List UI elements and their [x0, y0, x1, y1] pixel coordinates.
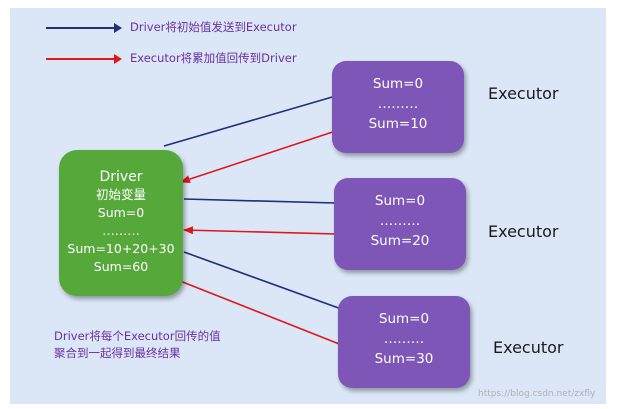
executor-label-3: Executor [493, 338, 564, 357]
executor-3-line-3: Sum=30 [374, 351, 434, 367]
legend-return-label: Executor将累加值回传到Driver [130, 51, 297, 65]
driver-box: Driver 初始变量 Sum=0 ……… Sum=10+20+30 Sum=6… [59, 150, 183, 296]
executor-label-2: Executor [488, 222, 559, 241]
executor-label-1: Executor [488, 84, 559, 103]
legend-send-arrow [46, 23, 122, 33]
executor-2-line-1: Sum=0 [374, 193, 426, 209]
executor-3-line-1: Sum=0 [378, 311, 430, 327]
executor-box-1: Sum=0 ……… Sum=10 [332, 61, 464, 153]
executor-box-3: Sum=0 ……… Sum=30 [338, 296, 470, 388]
driver-line-1: 初始变量 [95, 187, 146, 202]
watermark: https://blog.csdn.net/zxfly [478, 389, 596, 399]
driver-line-4: Sum=10+20+30 [67, 241, 175, 256]
driver-line-2: Sum=0 [97, 205, 145, 220]
driver-line-3: ……… [102, 223, 140, 238]
executor-box-2: Sum=0 ……… Sum=20 [334, 178, 466, 270]
note-line-1: Driver将每个Executor回传的值 [54, 329, 221, 343]
legend-return-arrow [46, 54, 122, 64]
executor-2-line-3: Sum=20 [370, 233, 430, 249]
executor-1-line-2: ……… [377, 96, 419, 112]
executor-2-line-2: ……… [379, 213, 421, 229]
note-line-2: 聚合到一起得到最终结果 [54, 346, 181, 360]
executor-1-line-3: Sum=10 [368, 116, 428, 132]
driver-line-5: Sum=60 [93, 259, 149, 274]
driver-title: Driver [99, 169, 143, 185]
legend-send-label: Driver将初始值发送到Executor [130, 20, 297, 34]
executor-1-line-1: Sum=0 [372, 76, 424, 92]
executor-3-line-2: ……… [383, 331, 425, 347]
aggregation-note: Driver将每个Executor回传的值 聚合到一起得到最终结果 [54, 328, 254, 362]
